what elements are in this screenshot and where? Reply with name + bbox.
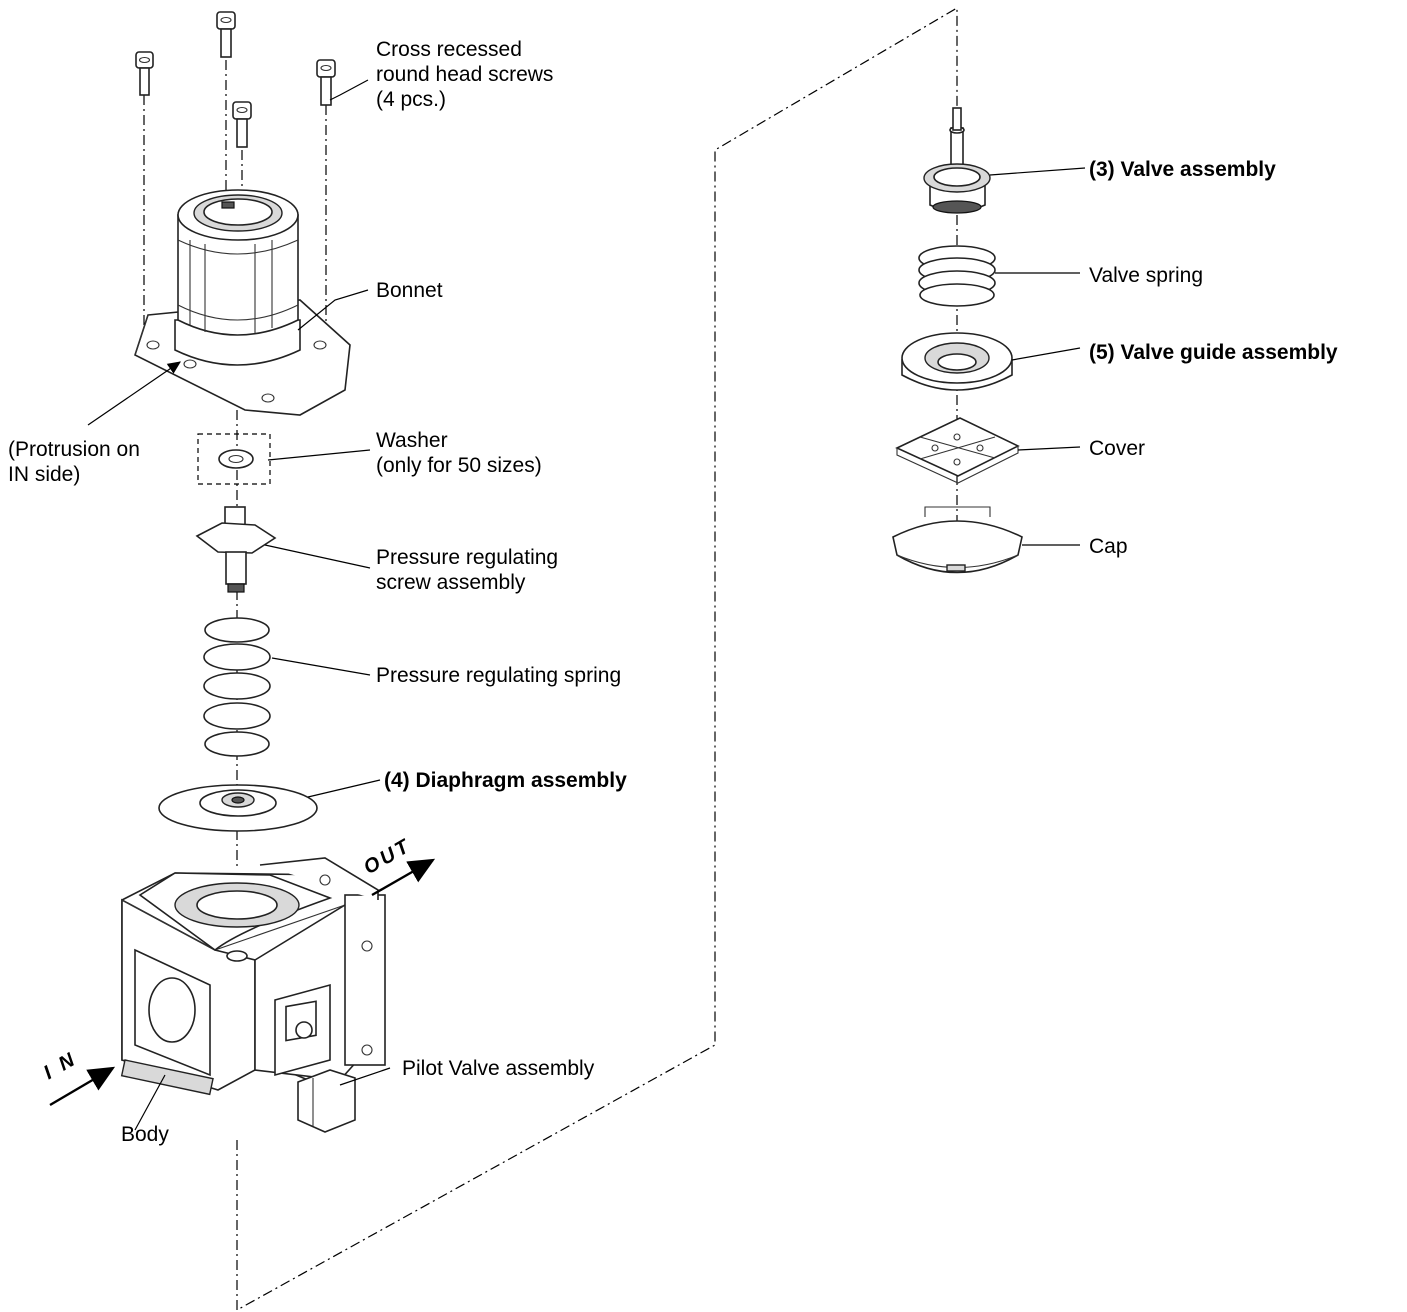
- washer-icon: [218, 449, 254, 469]
- leader-diaphragm: [307, 779, 381, 798]
- label-screws: Cross recessed round head screws (4 pcs.…: [376, 37, 553, 112]
- screw-icon: [135, 51, 154, 96]
- screw-icon: [232, 101, 252, 148]
- valve-assembly-icon: [923, 107, 991, 214]
- screw-icon: [216, 11, 236, 58]
- pressure-screw-icon: [195, 506, 277, 593]
- label-bonnet: Bonnet: [376, 279, 443, 302]
- label-pilot-valve: Pilot Valve assembly: [402, 1057, 595, 1080]
- leader-valve-guide: [1011, 347, 1081, 361]
- pilot-valve-icon: [297, 1069, 356, 1133]
- label-line: (4 pcs.): [376, 88, 447, 111]
- leader-body: [134, 1074, 166, 1131]
- label-line: screw assembly: [376, 571, 526, 594]
- label-valve-guide: (5) Valve guide assembly: [1089, 341, 1338, 364]
- label-line: IN side): [8, 463, 81, 486]
- leader-pressure-spring: [271, 657, 371, 676]
- body-icon: [120, 857, 386, 1096]
- screw-icon: [316, 59, 336, 106]
- valve-guide-icon: [901, 332, 1013, 391]
- leader-pressure-screw: [264, 544, 371, 569]
- leader-screws: [329, 79, 369, 101]
- cover-icon: [895, 417, 1020, 484]
- label-line: (only for 50 sizes): [376, 454, 542, 477]
- leader-cover: [1017, 446, 1081, 451]
- label-valve-spring: Valve spring: [1089, 264, 1204, 287]
- label-cover: Cover: [1089, 437, 1146, 460]
- label-line: round head screws: [376, 63, 554, 86]
- bonnet-icon: [134, 189, 351, 416]
- label-pressure-spring: Pressure regulating spring: [376, 664, 622, 687]
- washer-box: [197, 433, 271, 485]
- label-cap: Cap: [1089, 535, 1128, 558]
- valve-spring-icon: [918, 245, 996, 307]
- leader-protrusion: [87, 361, 181, 426]
- label-pressure-screw: Pressure regulating screw assembly: [376, 545, 558, 595]
- label-washer: Washer (only for 50 sizes): [376, 428, 542, 478]
- diaphragm-icon: [158, 784, 318, 832]
- label-line: (Protrusion on: [8, 438, 140, 461]
- leader-valve-assembly: [989, 167, 1086, 176]
- label-line: Pressure regulating: [376, 546, 559, 569]
- label-body: Body: [121, 1123, 169, 1146]
- label-valve-assembly: (3) Valve assembly: [1089, 158, 1276, 181]
- label-line: Washer: [376, 429, 448, 452]
- label-diaphragm: (4) Diaphragm assembly: [384, 769, 627, 792]
- pressure-spring-icon: [203, 617, 271, 757]
- connection-centerline: [236, 6, 958, 1312]
- leader-bonnet: [297, 289, 369, 331]
- leader-pilot-valve: [339, 1067, 391, 1086]
- leader-washer: [267, 449, 371, 461]
- in-arrow-icon: [49, 1066, 116, 1107]
- label-protrusion: (Protrusion on IN side): [8, 437, 140, 487]
- label-line: Cross recessed: [376, 38, 522, 61]
- cap-icon: [892, 506, 1023, 574]
- out-arrow-icon: [371, 858, 436, 897]
